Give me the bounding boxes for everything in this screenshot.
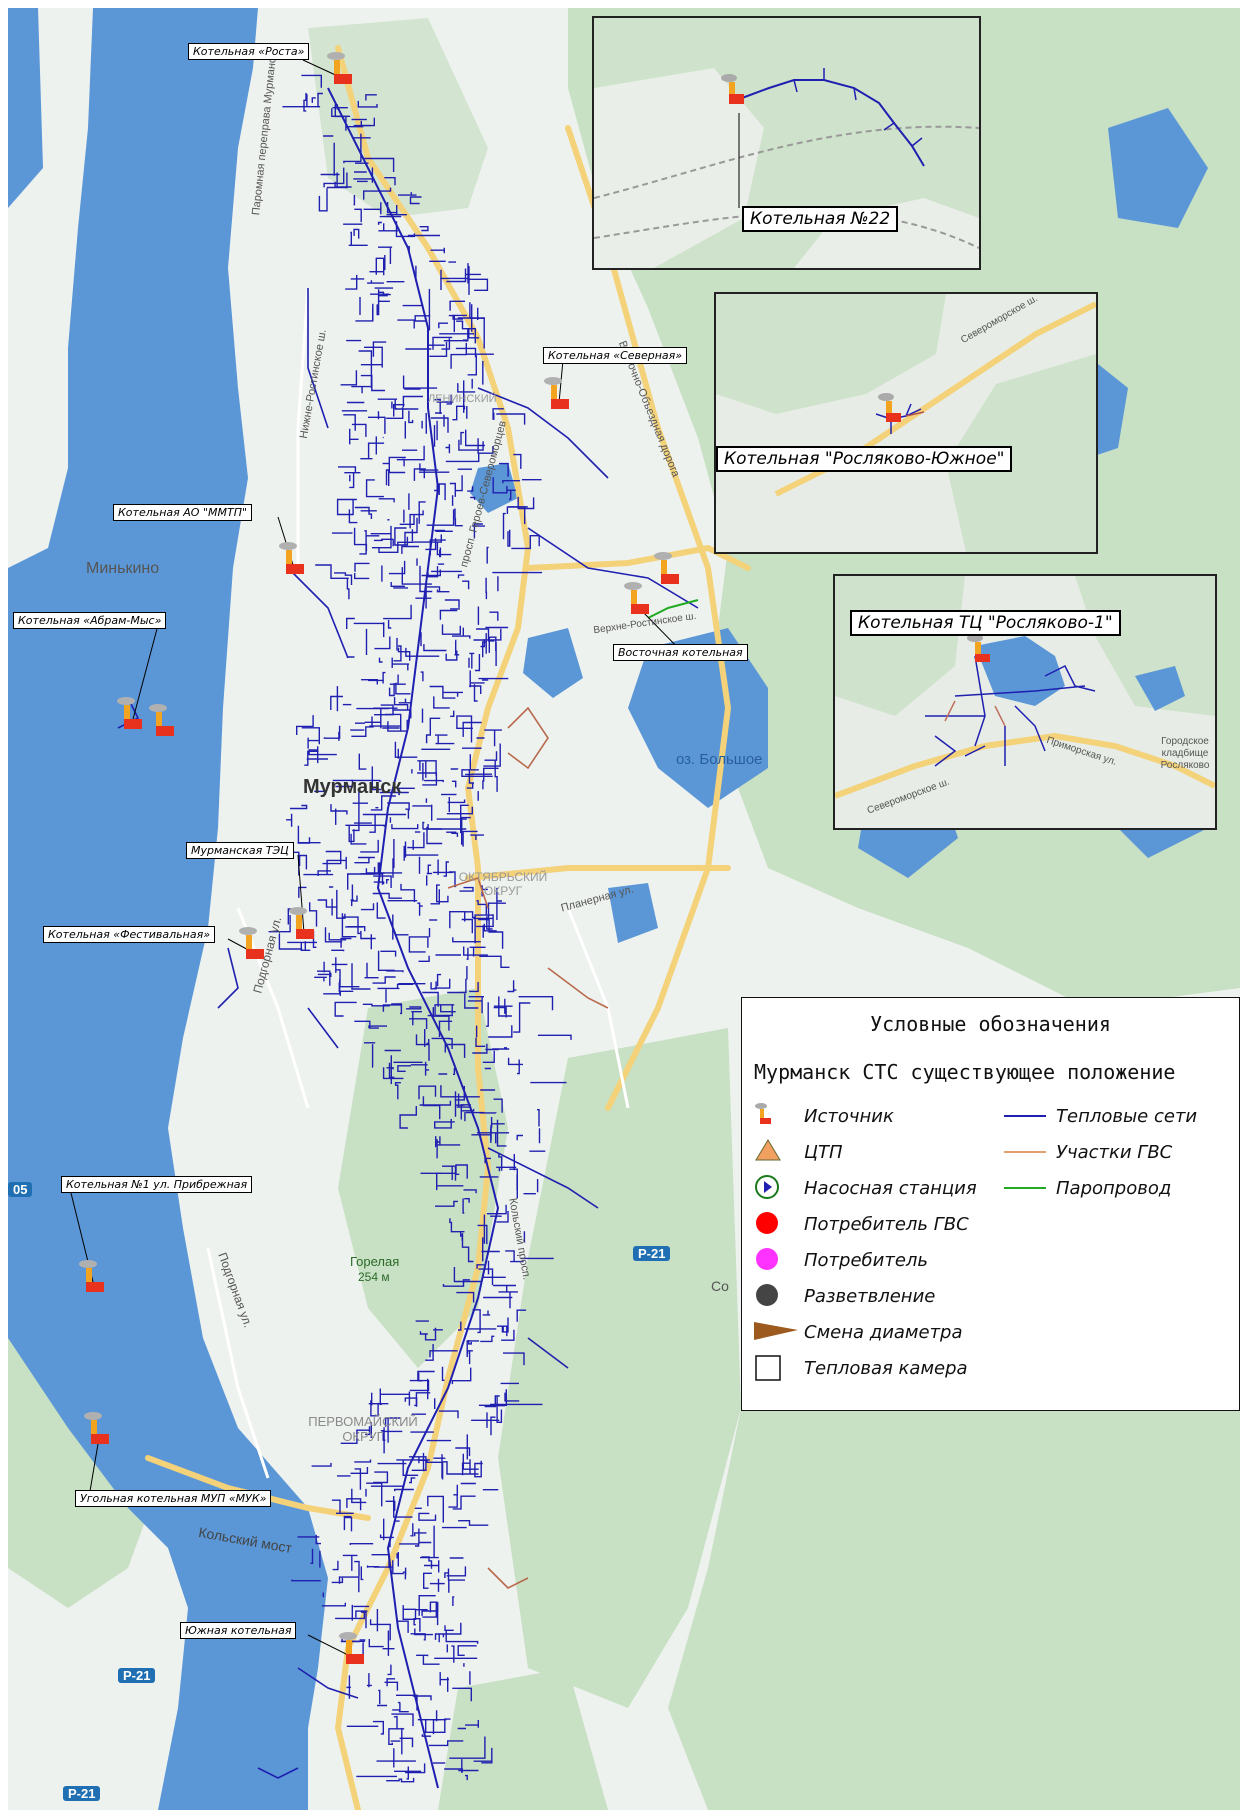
label-mmtp[interactable]: Котельная АО "ММТП"	[113, 504, 253, 521]
legend-item-ctp: ЦТП	[754, 1138, 843, 1166]
label-muk[interactable]: Угольная котельная МУП «МУК»	[75, 1490, 272, 1507]
hot-water-consumer-icon	[754, 1210, 794, 1238]
boiler-source-icon	[117, 624, 159, 729]
boiler-source-icon	[544, 359, 569, 409]
heat-chamber-icon	[754, 1354, 794, 1382]
legend-title: Условные обозначения	[870, 1012, 1111, 1036]
road-sign-05: 05	[8, 1182, 33, 1197]
label-festivalnaya[interactable]: Котельная «Фестивальная»	[43, 926, 215, 943]
place-pervomaisky: ПЕРВОМАЙСКИЙ ОКРУГ	[308, 1414, 418, 1444]
inset-kotelnaya-22[interactable]: Котельная №22	[592, 16, 981, 270]
pump-station-icon	[754, 1174, 794, 1202]
legend-item-source: Источник	[754, 1102, 894, 1130]
source-icon-k22	[721, 74, 744, 104]
boiler-source-icon	[754, 1102, 794, 1130]
label-roslyakovo-south[interactable]: Котельная "Росляково-Южное"	[716, 446, 1013, 472]
place-so: Со	[711, 1278, 729, 1294]
boiler-source-icon	[227, 927, 264, 959]
label-yuzhnaya[interactable]: Южная котельная	[180, 1622, 297, 1639]
place-city: Мурманск	[303, 776, 402, 798]
boiler-source-icon	[84, 1412, 109, 1504]
place-gorelaya-height: 254 м	[358, 1270, 390, 1284]
boiler-sources-layer	[69, 52, 689, 1664]
steam-pipe	[647, 599, 699, 619]
heat-network-lines	[117, 74, 699, 1789]
road-sign-p21: Р-21	[633, 1246, 671, 1261]
boiler-source-icon	[149, 704, 174, 736]
legend-line-heat-networks: Тепловые сети	[1004, 1102, 1197, 1130]
legend-item-hot-water-consumer: Потребитель ГВС	[754, 1210, 969, 1238]
inset-roslyakovo-south[interactable]: Североморское ш. Котельная "Росляково-Юж…	[714, 292, 1098, 554]
consumer-icon	[754, 1246, 794, 1274]
place-minkino: Минькино	[86, 560, 160, 577]
label-k22[interactable]: Котельная №22	[742, 206, 899, 232]
label-severnaya[interactable]: Котельная «Северная»	[543, 347, 688, 364]
label-tec[interactable]: Мурманская ТЭЦ	[186, 842, 294, 859]
heat-network-layer	[117, 74, 699, 1789]
legend-item-heat-chamber: Тепловая камера	[754, 1354, 968, 1382]
label-vostochnaya[interactable]: Восточная котельная	[613, 644, 748, 661]
legend-subtitle: Мурманск СТС существующее положение	[754, 1060, 1176, 1084]
gvs-sections	[447, 706, 609, 1589]
inset-cemetery: Городское кладбище Росляково	[1160, 736, 1210, 771]
place-lake: оз. Большое	[676, 751, 763, 768]
legend-item-consumer: Потребитель	[754, 1246, 928, 1274]
inset-rs-map	[716, 294, 1096, 552]
label-pribrezhnaya[interactable]: Котельная №1 ул. Прибрежная	[61, 1176, 253, 1193]
branch-node-icon	[754, 1282, 794, 1310]
boiler-source-icon	[302, 52, 352, 84]
legend-panel: Условные обозначения Мурманск СТС сущест…	[741, 997, 1240, 1411]
boiler-source-icon	[69, 1188, 104, 1292]
inset-roslyakovo-1[interactable]: Котельная ТЦ "Росляково-1" Городское кла…	[833, 574, 1217, 830]
boiler-source-icon	[277, 516, 304, 574]
road-sign-p21-bottom: Р-21	[63, 1786, 101, 1801]
place-gorelaya: Горелая	[350, 1254, 400, 1269]
label-abram[interactable]: Котельная «Абрам-Мыс»	[13, 612, 167, 629]
diameter-change-icon	[754, 1318, 798, 1346]
map-canvas[interactable]: Минькино Мурманск оз. Большое Горелая 25…	[8, 8, 1240, 1810]
boiler-source-icon	[307, 1632, 364, 1664]
legend-line-gvs: Участки ГВС	[1004, 1138, 1172, 1166]
source-icon-rs	[878, 393, 901, 422]
label-roslyakovo-1[interactable]: Котельная ТЦ "Росляково-1"	[850, 610, 1121, 636]
legend-item-branch: Разветвление	[754, 1282, 935, 1310]
district-leninsky: ЛЕНИНСКИЙ	[428, 393, 497, 405]
legend-item-pump: Насосная станция	[754, 1174, 977, 1202]
label-rosta[interactable]: Котельная «Роста»	[188, 43, 310, 60]
boiler-source-icon	[654, 552, 679, 584]
district-oktyabrsky: ОКТЯБРЬСКИЙ ОКРУГ	[458, 870, 548, 898]
ctp-triangle-icon	[754, 1138, 794, 1166]
boiler-source-icon	[289, 854, 314, 939]
legend-item-diameter-change: Смена диаметра	[754, 1318, 963, 1346]
road-sign-p21-south: Р-21	[118, 1668, 156, 1683]
source-icon-r1	[967, 634, 990, 662]
legend-line-steam: Паропровод	[1004, 1174, 1171, 1202]
